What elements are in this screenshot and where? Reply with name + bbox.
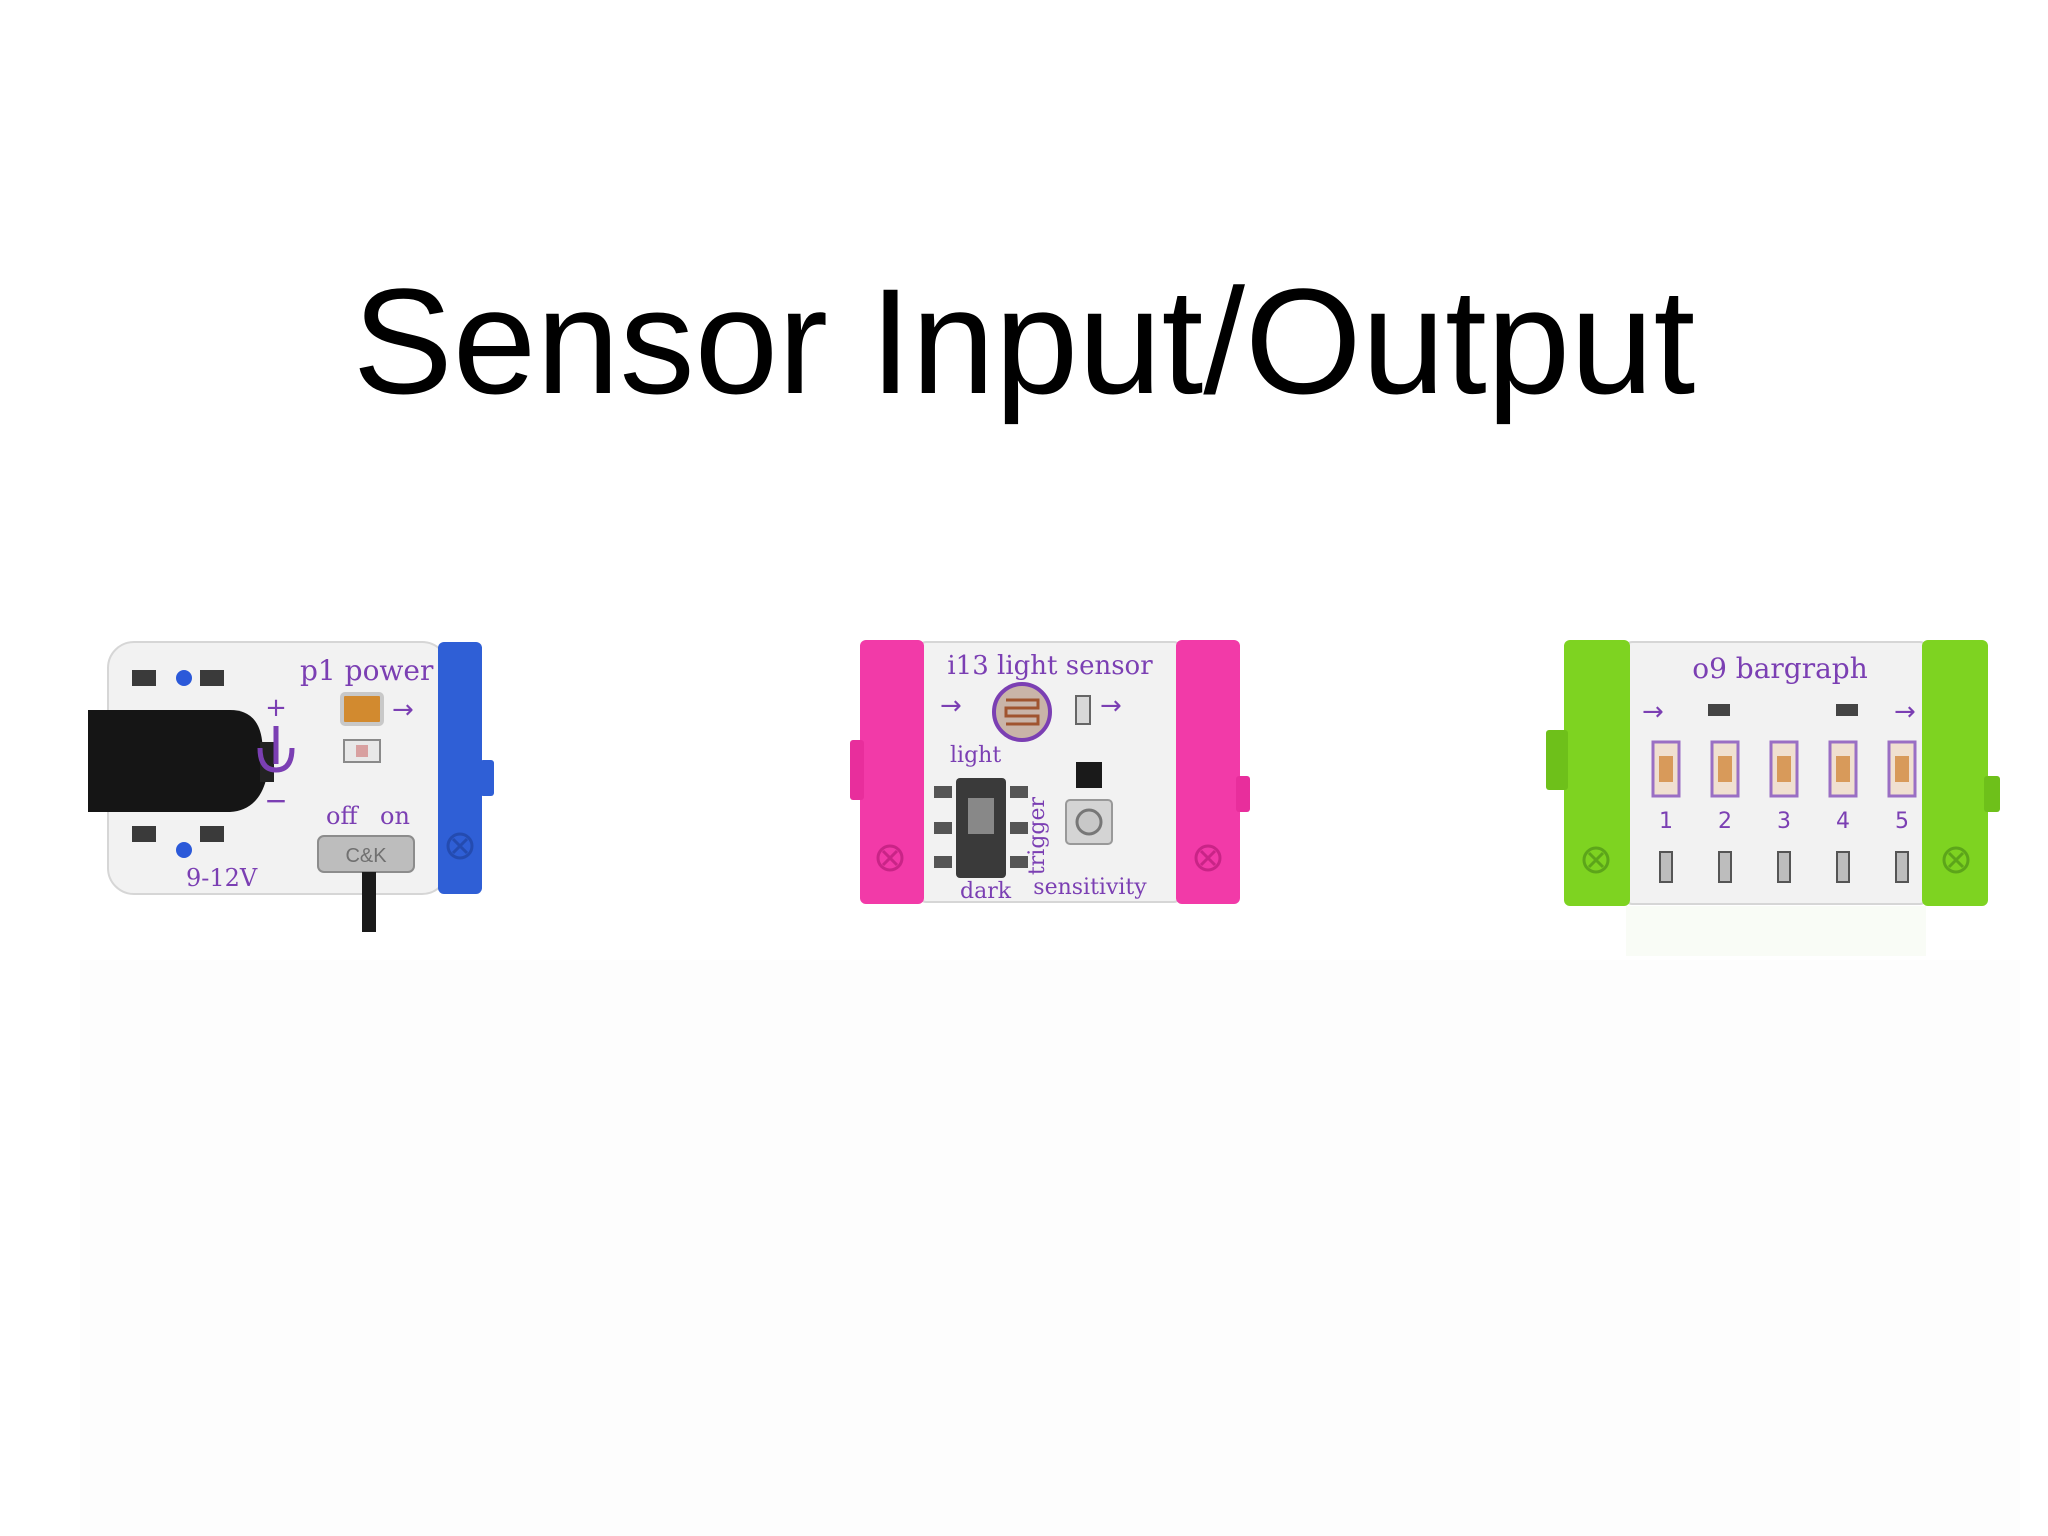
bargraph-led-number: 2 — [1718, 809, 1732, 834]
chip — [1076, 762, 1102, 788]
switch-brand: C&K — [345, 845, 387, 867]
plus-sign: + — [265, 693, 287, 723]
background-floor — [80, 960, 2020, 1536]
bargraph-led-core — [1718, 756, 1732, 782]
light-sensor-module: i13 light sensor → → light trigger dark … — [850, 630, 1250, 930]
bargraph-resistor — [1836, 851, 1850, 883]
trigger-label: trigger — [1025, 796, 1050, 875]
barrel-jack — [88, 710, 266, 812]
bargraph-resistor — [1659, 851, 1673, 883]
magnet-connector-in — [1564, 640, 1630, 906]
arrow-in: → — [940, 691, 962, 721]
switch-on-label: on — [380, 802, 410, 830]
arrow-out: → — [1894, 697, 1916, 727]
magnet-connector-out — [1922, 640, 1988, 906]
bargraph-resistor — [1777, 851, 1791, 883]
bargraph-module: o9 bargraph → → 1 2 3 4 5 — [1546, 630, 2006, 970]
bargraph-resistor — [1718, 851, 1732, 883]
bargraph-led-core — [1777, 756, 1791, 782]
bargraph-led-number: 3 — [1777, 809, 1791, 834]
magnet-connector — [438, 642, 482, 894]
magnet-connector-in — [860, 640, 924, 904]
bargraph-led-number: 4 — [1836, 809, 1850, 834]
module-label: o9 bargraph — [1692, 652, 1868, 685]
switch-lever[interactable] — [362, 872, 376, 932]
light-label: light — [950, 743, 1001, 768]
voltage-label: 9-12V — [186, 864, 258, 892]
mounting-dot — [176, 670, 192, 686]
reflection — [1626, 906, 1926, 956]
bargraph-led-core — [1895, 756, 1909, 782]
power-module: + − → p1 power off on 9-12V C&K — [80, 630, 530, 950]
slide-title: Sensor Input/Output — [352, 256, 1696, 425]
polarity-icon — [257, 726, 295, 773]
bargraph-led-number: 1 — [1659, 809, 1673, 834]
module-label: i13 light sensor — [947, 651, 1153, 681]
arrow-in: → — [1642, 697, 1664, 727]
photoresistor — [992, 682, 1052, 742]
arrow-out: → — [1100, 691, 1122, 721]
bargraph-led-number: 5 — [1895, 809, 1909, 834]
capacitor — [340, 692, 384, 726]
arrow-out: → — [392, 695, 414, 725]
dark-label: dark — [960, 879, 1012, 904]
module-label: p1 power — [300, 654, 434, 687]
mounting-dot — [176, 842, 192, 858]
magnet-connector-out — [1176, 640, 1240, 904]
sensitivity-label: sensitivity — [1033, 875, 1147, 900]
bargraph-led-core — [1836, 756, 1850, 782]
bargraph-resistor — [1895, 851, 1909, 883]
minus-sign: − — [264, 784, 287, 817]
switch-off-label: off — [326, 802, 359, 830]
bargraph-led-core — [1659, 756, 1673, 782]
